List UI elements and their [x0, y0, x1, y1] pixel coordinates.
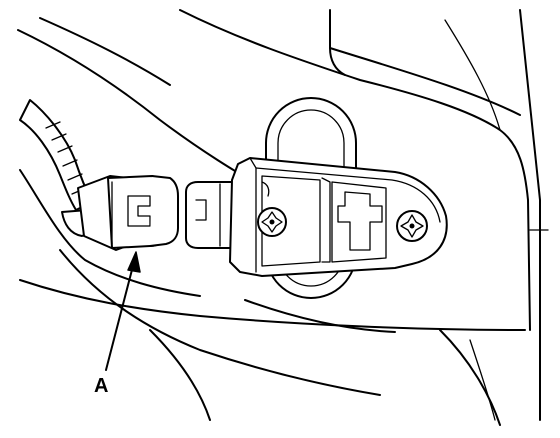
impact-sensor	[229, 157, 448, 277]
body-panel-outlines	[17, 9, 549, 426]
callout-a-label: A	[94, 375, 108, 397]
harness-connector	[77, 175, 179, 251]
callout-a: A	[94, 251, 141, 397]
left-screw	[257, 207, 287, 237]
right-screw	[396, 210, 428, 242]
